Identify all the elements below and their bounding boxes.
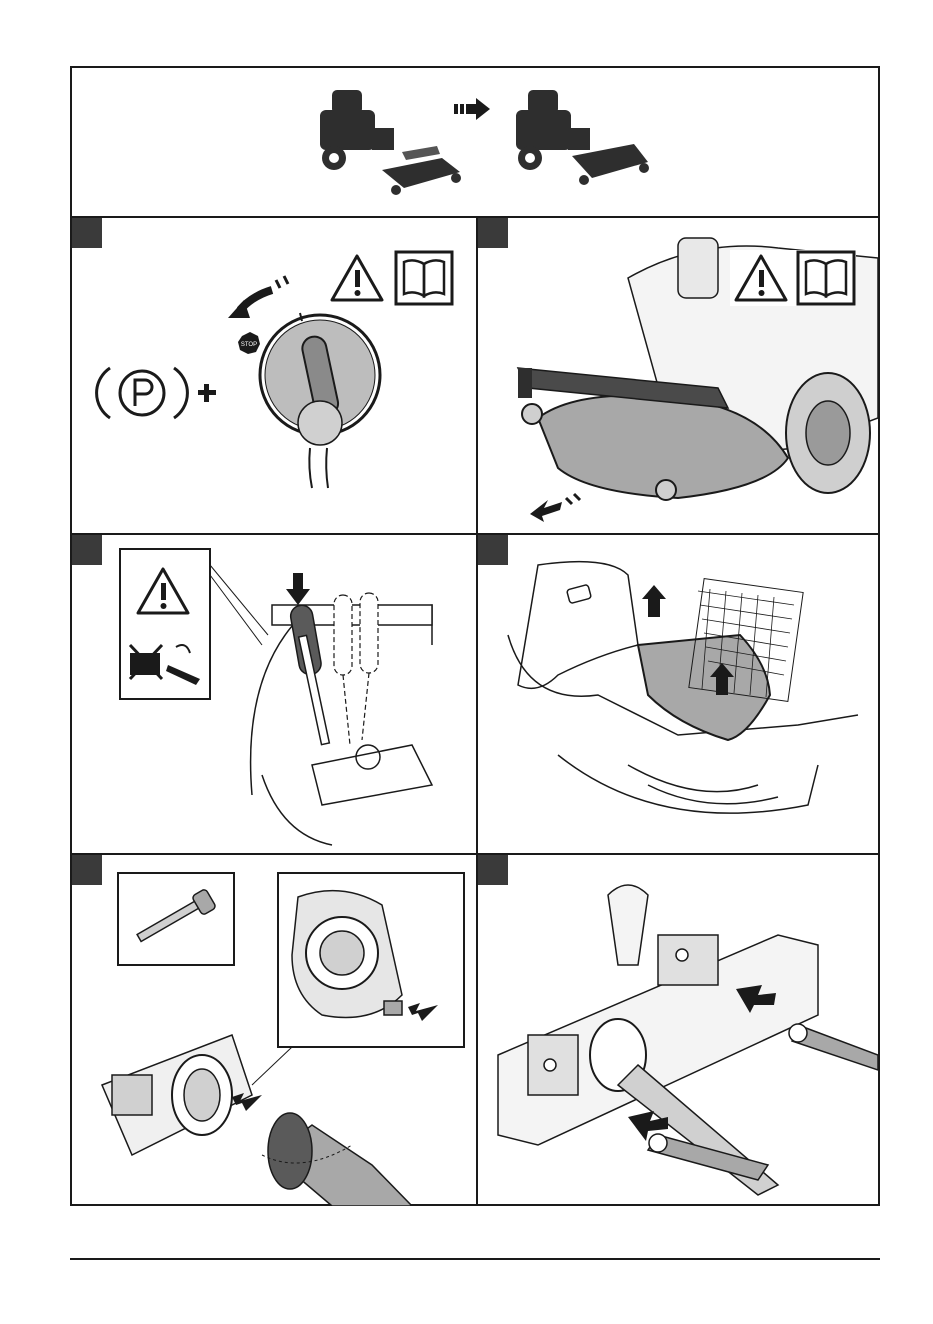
lift-arms-illustration — [498, 885, 878, 1195]
instruction-frame: STOP — [70, 66, 880, 1206]
push-down-arrow-icon — [286, 573, 310, 605]
step-1-illustration: STOP — [72, 218, 476, 533]
step-4-illustration — [478, 535, 878, 853]
turn-direction-arrow-icon — [228, 276, 288, 318]
plus-icon — [198, 384, 216, 402]
step-3-illustration — [72, 535, 476, 853]
warning-icon — [332, 256, 382, 300]
coupling-detail-box — [278, 873, 464, 1047]
step-panel-4 — [478, 535, 878, 853]
step-6-illustration — [478, 855, 878, 1206]
stop-sign-icon: STOP — [238, 332, 260, 354]
step-panel-2 — [478, 218, 878, 533]
step-panel-3 — [72, 535, 476, 853]
warning-icon — [730, 250, 856, 306]
step-5-illustration — [72, 855, 476, 1206]
drive-shaft-illustration — [102, 1035, 412, 1206]
pull-direction-arrow-icon — [530, 494, 580, 522]
ignition-key-icon — [260, 313, 380, 488]
svg-text:STOP: STOP — [241, 342, 257, 348]
step-panel-1: STOP — [72, 218, 476, 533]
mower-attach-illustration — [72, 68, 878, 216]
parking-brake-icon — [97, 368, 188, 418]
header-panel — [72, 68, 878, 216]
step-panel-5 — [72, 855, 476, 1206]
warning-box — [120, 549, 210, 699]
footer-divider — [70, 1258, 880, 1260]
mower-before-icon — [320, 90, 461, 195]
floor-panel-illustration — [508, 562, 858, 814]
sequence-arrow-icon — [454, 98, 490, 120]
step-panel-6 — [478, 855, 878, 1206]
pin-detail-box — [118, 873, 234, 965]
manual-icon — [396, 252, 452, 304]
lift-lever-illustration — [251, 593, 432, 845]
step-2-illustration — [478, 218, 878, 533]
mower-after-icon — [516, 90, 649, 185]
